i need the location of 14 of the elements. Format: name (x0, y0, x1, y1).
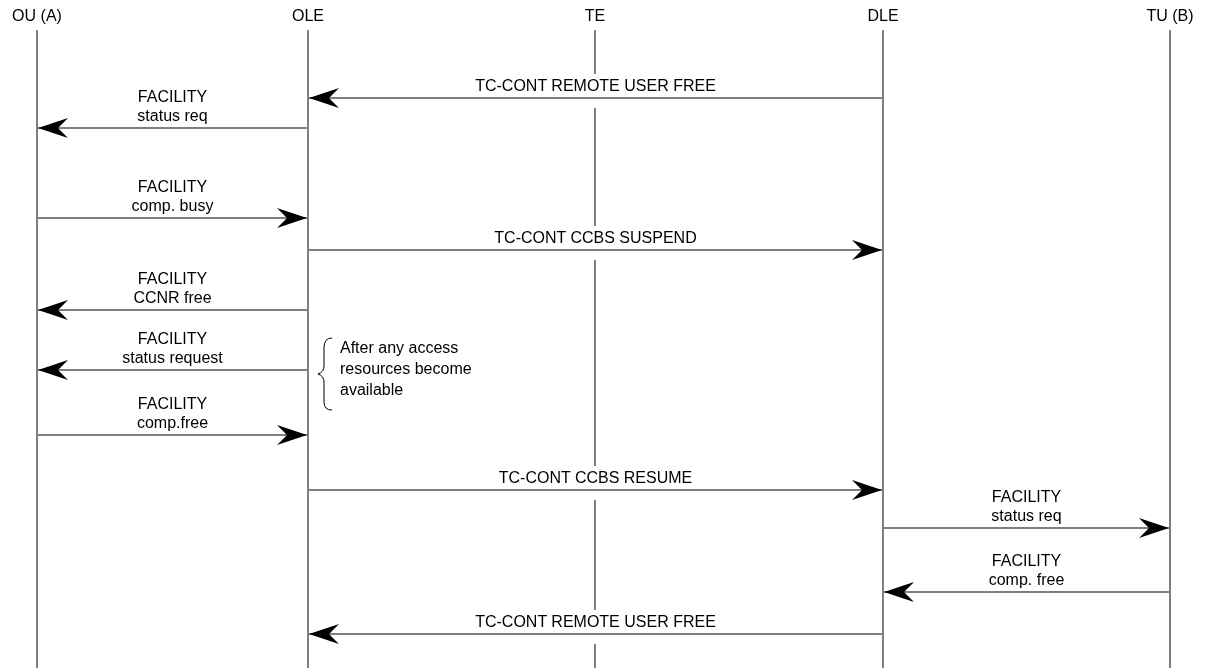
message-arrow (37, 118, 308, 138)
lifeline-label: TU (B) (1146, 6, 1194, 26)
message-arrow (308, 480, 883, 500)
message-arrow (308, 624, 883, 644)
message-arrow (37, 360, 308, 380)
message-arrow (37, 425, 308, 445)
message-arrow (308, 240, 883, 260)
lifeline-label: OU (A) (12, 6, 62, 26)
message-arrow (37, 300, 308, 320)
message-arrow (37, 208, 308, 228)
message-arrow (883, 518, 1170, 538)
note-text: After any access resources become available (340, 338, 473, 400)
message-arrow (308, 88, 883, 108)
message-arrow (883, 582, 1170, 602)
